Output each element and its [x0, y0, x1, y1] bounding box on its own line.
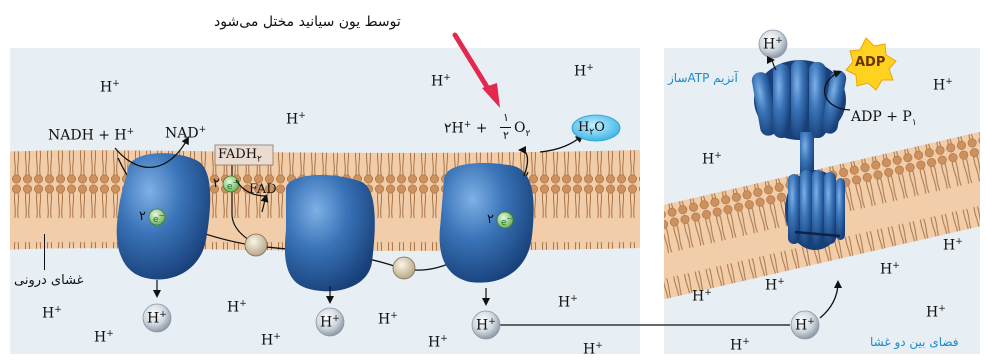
h-ion-label: H+: [42, 306, 62, 321]
fraction-denominator: ۲: [501, 130, 511, 141]
adp-p-label: ADP + P۱: [851, 110, 917, 128]
two-electrons-3: ۲: [487, 213, 494, 226]
electron-e-1: e−: [153, 212, 165, 225]
h-ion-label: H+: [574, 64, 594, 79]
h-ion-label: H+: [933, 78, 953, 93]
h-ion-ball-label-3: H+: [476, 318, 496, 333]
h-ion-label: H+: [378, 312, 398, 327]
h-ion-label: H+: [943, 238, 963, 253]
h-ion-label: H+: [94, 330, 114, 345]
inner-membrane-pointer: [44, 234, 45, 270]
h-ion-ball-label-4: H+: [795, 318, 815, 333]
nad-label: NAD+: [165, 126, 206, 141]
h-ion-label: H+: [431, 74, 451, 89]
fad-label: FAD: [249, 183, 277, 196]
nadh-label: NADH + H+: [48, 128, 134, 143]
electron-e-2: e−: [227, 179, 239, 192]
h-ion-label: H+: [583, 342, 603, 357]
electron-e-3: e−: [501, 215, 513, 228]
cyanide-note: توسط یون سیانید مختل می‌شود: [214, 15, 401, 29]
h-ion-label: H+: [100, 80, 120, 95]
adp-label: ADP: [855, 56, 885, 69]
h-ion-label: H+: [227, 300, 247, 315]
two-electrons-1: ۲: [139, 210, 146, 223]
oxygen-label: O۲: [514, 121, 530, 139]
h2o-label: H۲O: [578, 121, 605, 138]
h-ion-ball-label-2: H+: [320, 315, 340, 330]
water-equation: ۲H+ +: [444, 121, 487, 136]
h-ion-label: H+: [702, 152, 722, 167]
fadh2-label: FADH۲: [218, 148, 262, 165]
h-ion-label: H+: [880, 262, 900, 277]
two-electrons-2: ۲: [213, 177, 220, 190]
h-ion-ball-label-5: H+: [763, 37, 783, 52]
complex-iii: [285, 175, 375, 291]
h-ion-label: H+: [286, 112, 306, 127]
h-ion-label: H+: [765, 278, 785, 293]
atp-synthase-label: آنزیم ATPساز: [668, 72, 738, 84]
fraction-numerator: ۱: [501, 112, 511, 123]
h-ion-ball-label-1: H+: [147, 311, 167, 326]
cytochrome-c-ball: [393, 257, 415, 279]
h-ion-label: H+: [926, 305, 946, 320]
carrier-q-ball: [245, 234, 267, 256]
h-ion-label: H+: [558, 295, 578, 310]
h-ion-label: H+: [730, 338, 750, 353]
inner-membrane-label: غشای درونی: [14, 274, 83, 287]
h-ion-label: H+: [428, 335, 448, 350]
h-ion-label: H+: [261, 333, 281, 348]
fraction-bar: [500, 127, 511, 128]
h-ion-label: H+: [692, 289, 712, 304]
intermembrane-space-label: فضای بین دو غشا: [870, 336, 959, 348]
